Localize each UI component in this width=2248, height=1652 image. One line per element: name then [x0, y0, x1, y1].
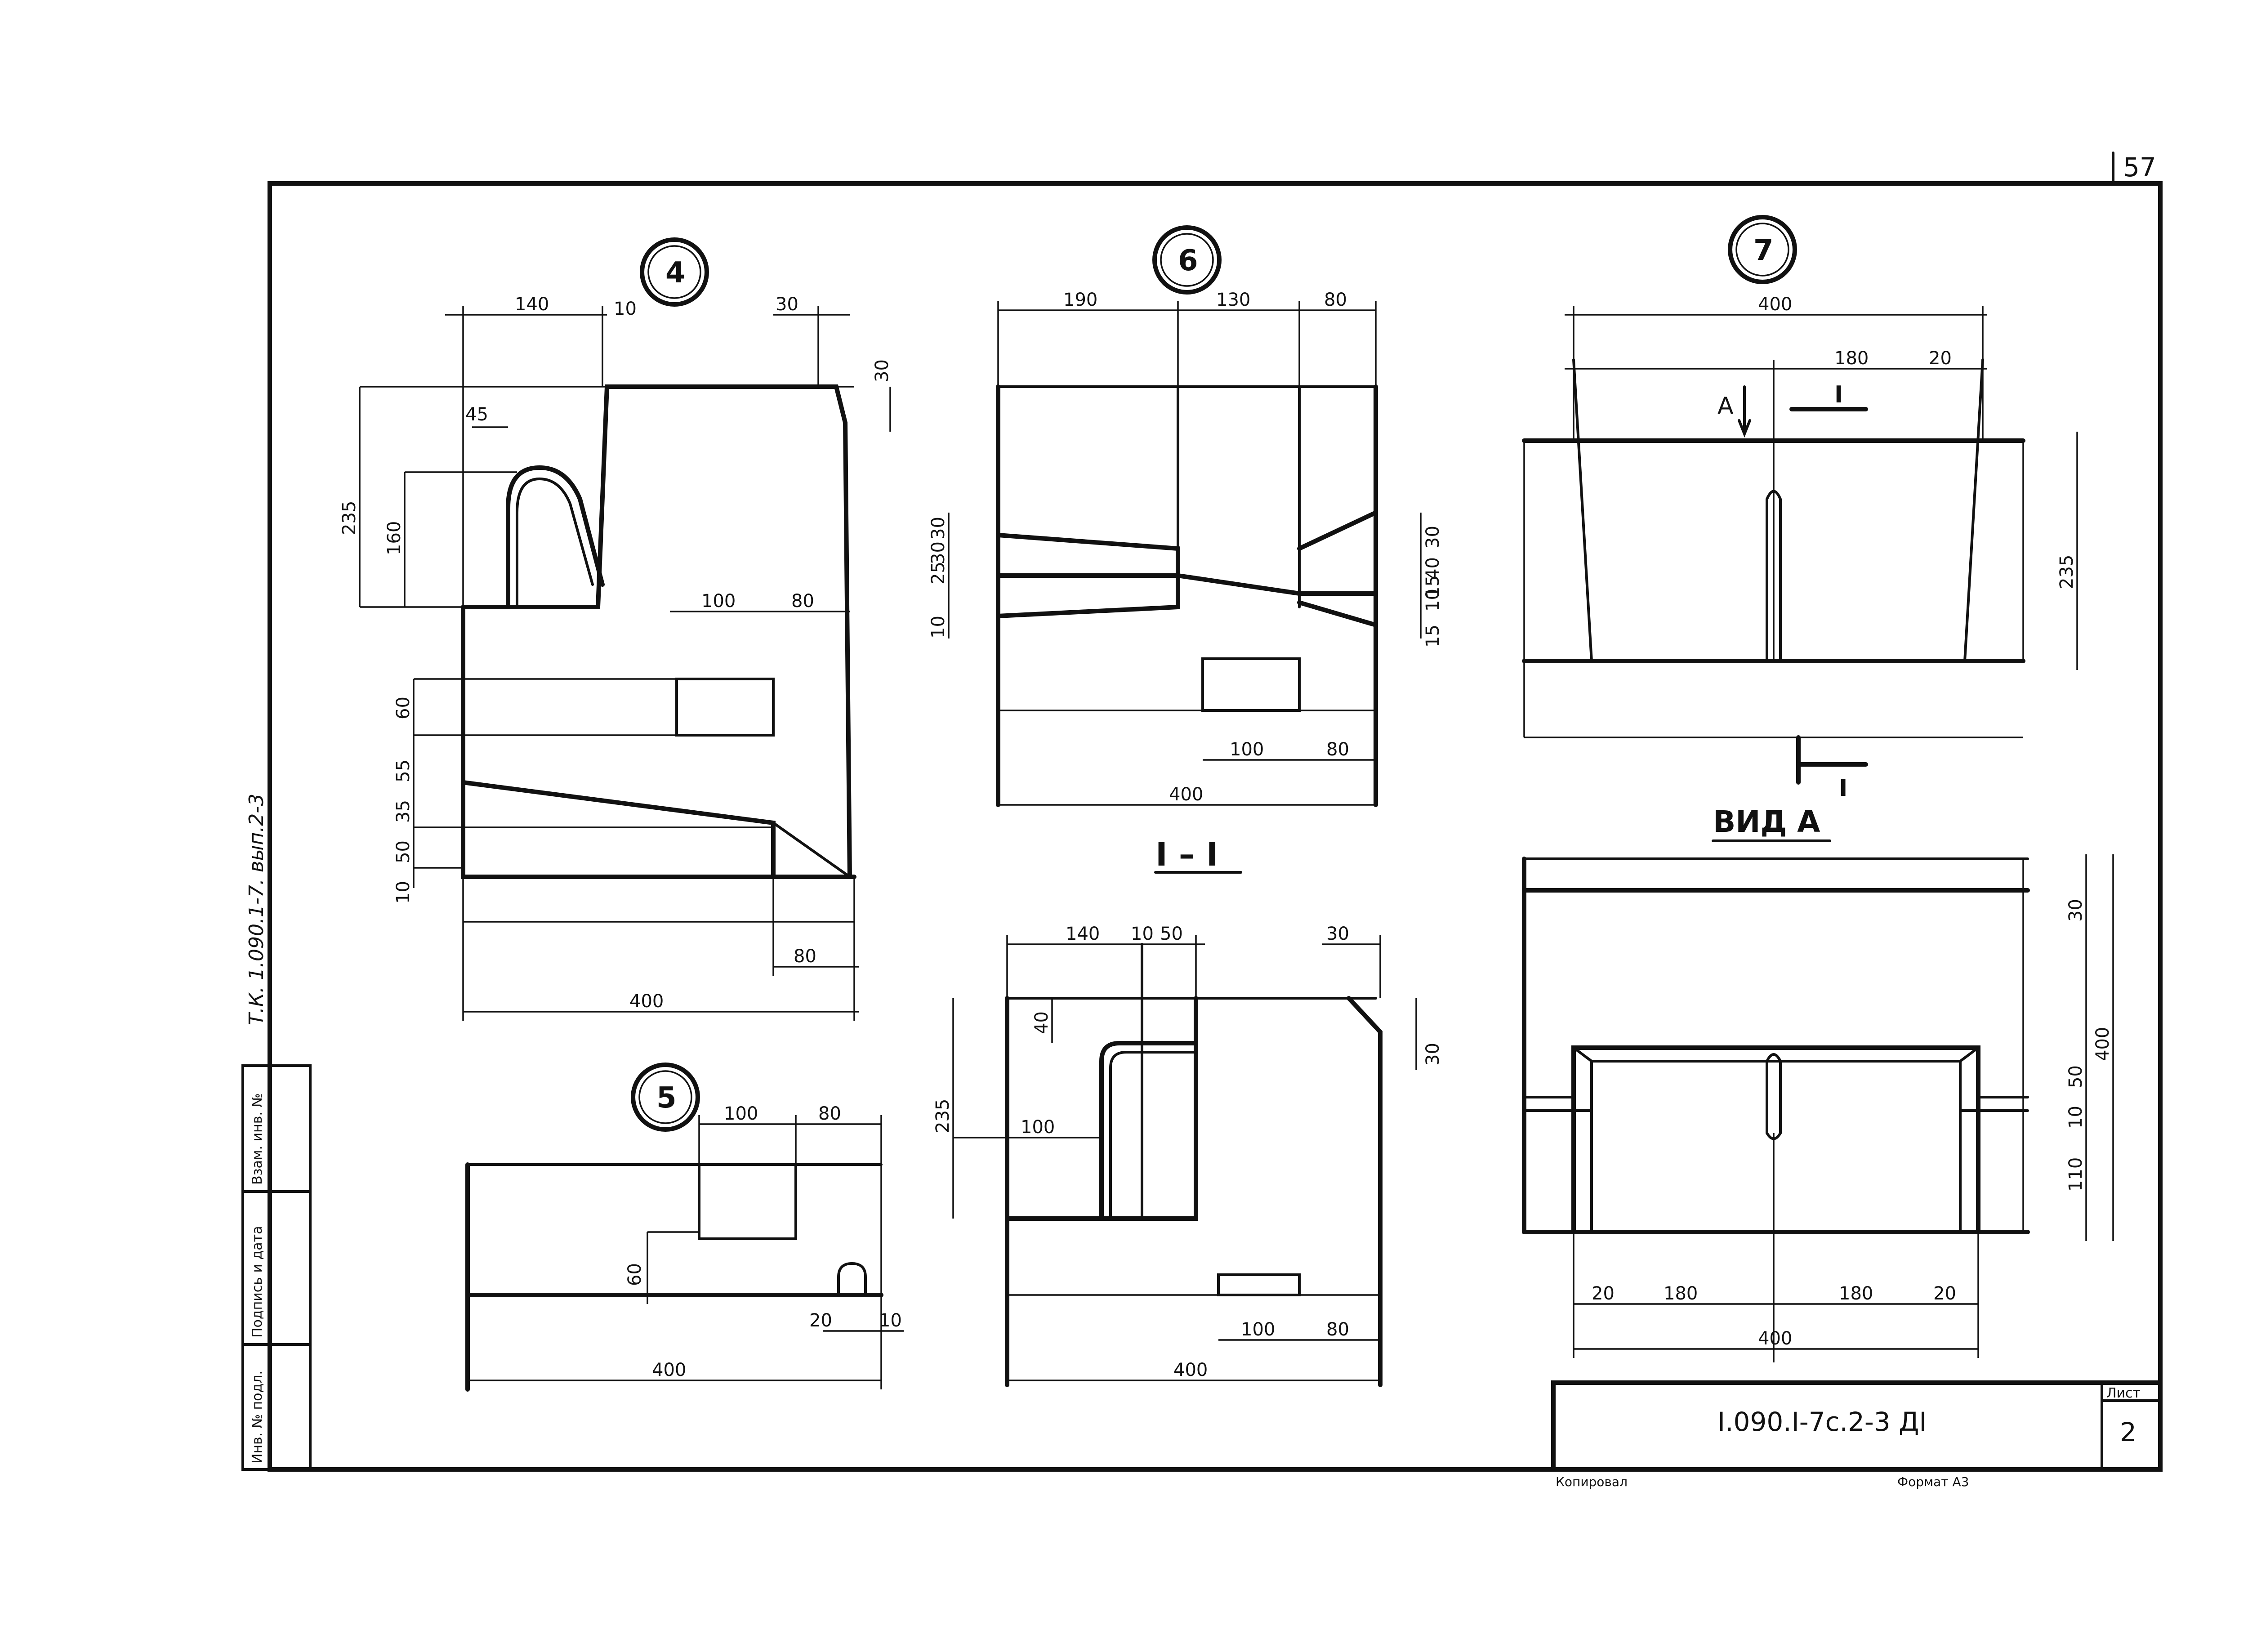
section-1-1-title: I – I — [1155, 835, 1218, 873]
d5-dim-20: 20 — [809, 1310, 832, 1331]
d7-dim-235: 235 — [2056, 555, 2077, 589]
s11-dim-10: 10 — [1131, 924, 1154, 944]
format-label: Формат А3 — [1897, 1474, 1969, 1489]
d4-dim-100: 100 — [701, 591, 736, 612]
d4-dim-60: 60 — [393, 697, 414, 719]
d5-dim-400: 400 — [652, 1360, 686, 1380]
stamp-replace-label: Взам. инв. № — [250, 1093, 265, 1185]
d6-dim-30b: 30 — [928, 541, 949, 564]
va-dim-110: 110 — [2065, 1157, 2086, 1192]
view-a: ВИД А 30 400 50 10 110 20 180 180 20 400 — [1522, 804, 2114, 1362]
view-a-title: ВИД А — [1713, 804, 1820, 839]
s11-dim-100b: 100 — [1241, 1319, 1275, 1340]
d6-dim-190: 190 — [1063, 290, 1097, 310]
stamp-inv-label: Инв. № подл. — [250, 1371, 265, 1464]
d6-dim-15b: 15 — [1423, 625, 1443, 647]
d5-dim-80: 80 — [818, 1103, 841, 1124]
d4-dim-140: 140 — [515, 294, 549, 315]
d4-dim-55: 55 — [393, 759, 414, 782]
d7-dim-180: 180 — [1834, 348, 1869, 369]
d4-dim-160: 160 — [384, 521, 405, 555]
cut-marker-top: I — [1834, 381, 1843, 408]
d4-dim-400: 400 — [629, 991, 664, 1012]
s11-dim-235: 235 — [932, 1099, 953, 1133]
s11-dim-30b: 30 — [1423, 1043, 1443, 1066]
s11-dim-50: 50 — [1160, 924, 1183, 944]
d6-dim-25: 25 — [928, 562, 949, 585]
detail-6: 6 190 130 80 30 25 30 10 30 40 15 10 15 … — [928, 225, 1443, 874]
d6-dim-80a: 80 — [1324, 290, 1347, 310]
stamp-sign-label: Подпись и дата — [250, 1226, 265, 1338]
s11-dim-80: 80 — [1326, 1319, 1349, 1340]
copied-label: Копировал — [1556, 1474, 1628, 1489]
callout-5: 5 — [656, 1081, 677, 1115]
callout-4: 4 — [665, 256, 686, 290]
d6-dim-100: 100 — [1230, 739, 1264, 760]
va-dim-400a: 400 — [2092, 1027, 2113, 1061]
callout-6: 6 — [1178, 244, 1198, 277]
d4-dim-80b: 80 — [794, 946, 816, 967]
d6-dim-30a: 30 — [928, 517, 949, 540]
sheet-frame: 57 — [268, 152, 2163, 1472]
sheet-label: Лист — [2106, 1385, 2141, 1401]
d5-dim-10: 10 — [879, 1310, 902, 1331]
page-number: 57 — [2123, 152, 2156, 183]
va-dim-30: 30 — [2065, 899, 2086, 922]
view-marker-a: А — [1717, 393, 1734, 420]
d4-dim-35: 35 — [393, 800, 414, 823]
d4-dim-30b: 30 — [872, 359, 892, 382]
d6-dim-30c: 30 — [1423, 526, 1443, 549]
d6-dim-10a: 10 — [928, 616, 949, 638]
d5-dim-60: 60 — [624, 1263, 645, 1286]
d6-dim-130: 130 — [1216, 290, 1250, 310]
d6-dim-10b: 10 — [1423, 589, 1443, 612]
va-dim-50: 50 — [2065, 1065, 2086, 1088]
detail-4: 4 140 10 — [339, 237, 892, 1021]
vertical-note: Т.К. 1.090.1-7. вып.2-3 — [245, 794, 268, 1025]
sheet-number: 2 — [2120, 1417, 2136, 1447]
va-dim-180b: 180 — [1839, 1283, 1873, 1304]
d6-dim-15a: 15 — [1423, 575, 1443, 598]
va-dim-10: 10 — [2065, 1106, 2086, 1129]
d6-dim-400: 400 — [1169, 784, 1203, 805]
d6-dim-80b: 80 — [1326, 739, 1349, 760]
d7-dim-400: 400 — [1758, 294, 1792, 315]
d6-dim-40: 40 — [1423, 557, 1443, 580]
d5-dim-100: 100 — [724, 1103, 758, 1124]
va-dim-400b: 400 — [1758, 1328, 1792, 1349]
s11-dim-140: 140 — [1066, 924, 1100, 944]
d4-dim-80a: 80 — [791, 591, 814, 612]
side-stamp: Инв. № подл. Подпись и дата Взам. инв. №… — [241, 794, 312, 1471]
va-dim-20a: 20 — [1592, 1283, 1615, 1304]
cut-marker-bottom: I — [1839, 775, 1847, 802]
d4-dim-10: 10 — [614, 299, 637, 319]
d4-dim-50: 50 — [393, 840, 414, 863]
va-dim-20b: 20 — [1933, 1283, 1956, 1304]
detail-7: 7 А I I 400 180 20 235 — [1522, 215, 2078, 802]
s11-dim-40: 40 — [1031, 1011, 1052, 1034]
s11-dim-400: 400 — [1173, 1360, 1208, 1380]
va-dim-180a: 180 — [1664, 1283, 1698, 1304]
d7-dim-20: 20 — [1929, 348, 1952, 369]
d4-dim-10b: 10 — [393, 881, 414, 904]
d4-dim-235: 235 — [339, 501, 360, 535]
section-1-1: 140 10 50 30 40 30 235 100 100 80 400 — [932, 924, 1443, 1387]
callout-7: 7 — [1753, 234, 1774, 267]
title-block: I.090.I-7c.2-3 ДI Лист 2 Копировал Форма… — [1551, 1380, 2163, 1489]
doc-designation: I.090.I-7c.2-3 ДI — [1717, 1406, 1927, 1437]
s11-dim-100a: 100 — [1021, 1117, 1055, 1138]
s11-dim-30a: 30 — [1326, 924, 1349, 944]
detail-5: 5 100 80 60 20 10 400 — [465, 1063, 904, 1392]
d4-dim-45: 45 — [465, 404, 488, 425]
d4-dim-30a: 30 — [776, 294, 798, 315]
